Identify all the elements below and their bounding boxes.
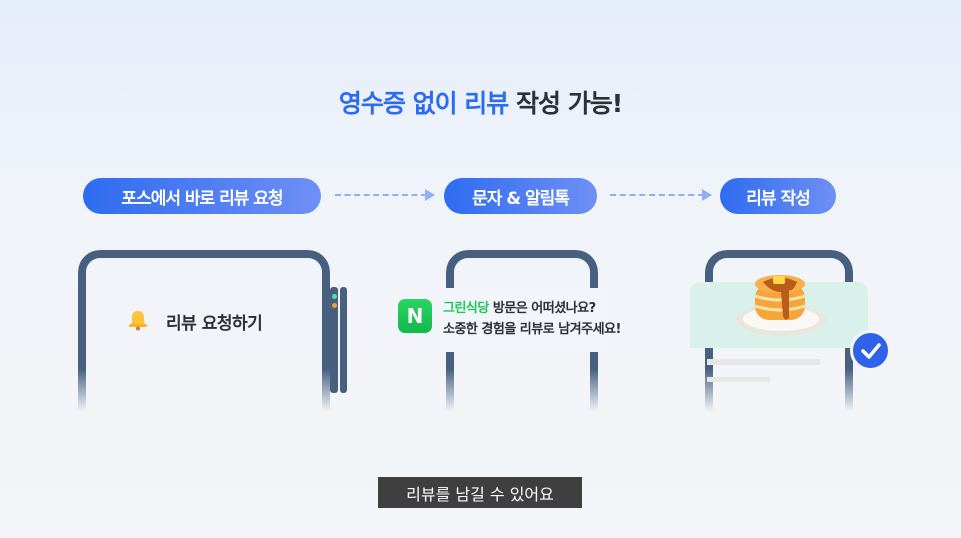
notification-line1: 방문은 어떠셨나요? [488, 301, 596, 316]
pos-side-panel [330, 287, 338, 393]
step-write-review: 리뷰 작성 [720, 178, 836, 214]
arrow-right-icon [335, 189, 435, 201]
notification-line2: 소중한 경험을 리뷰로 남겨주세요! [443, 322, 621, 337]
title-highlight: 영수증 없이 리뷰 [338, 89, 509, 118]
pos-side-panel [340, 287, 347, 393]
arrow-right-icon [610, 189, 712, 201]
step-sms: 문자 & 알림톡 [444, 178, 597, 214]
led-green [332, 294, 337, 299]
notification-message: 그린식당 방문은 어떠셨나요? 소중한 경험을 리뷰로 남겨주세요! [443, 298, 621, 340]
check-circle-icon [850, 330, 891, 371]
page-title: 영수증 없이 리뷰 작성 가능! [0, 84, 961, 120]
pos-device [78, 250, 330, 420]
review-request-button[interactable]: 리뷰 요청하기 [166, 314, 263, 334]
text-placeholder-line [707, 359, 820, 365]
pancake-image [733, 270, 829, 340]
store-name: 그린식당 [443, 301, 489, 316]
bell-icon [128, 309, 148, 331]
notification-bg [440, 288, 605, 352]
text-placeholder-line [707, 377, 770, 382]
led-orange [332, 303, 337, 308]
video-subtitle: 리뷰를 남길 수 있어요 [378, 477, 582, 508]
naver-icon: N [398, 299, 432, 333]
title-rest: 작성 가능! [508, 89, 623, 118]
step-pos-request: 포스에서 바로 리뷰 요청 [83, 178, 321, 214]
